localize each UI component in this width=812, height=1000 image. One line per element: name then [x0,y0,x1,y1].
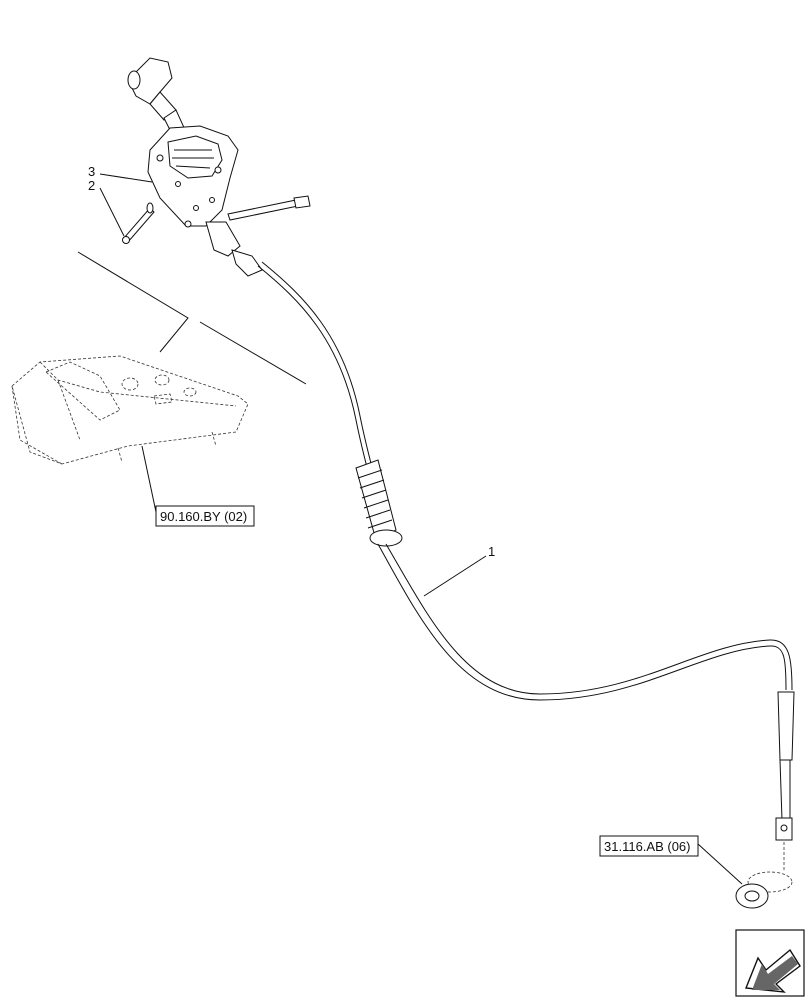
console-context-view [11,251,307,465]
shift-lever-assembly [127,57,311,277]
reference-label-console: 90.160.BY (02) [160,509,247,524]
bolt-part [122,202,155,244]
arrow-down-left-icon[interactable] [735,929,805,997]
reference-label-linkage: 31.116.AB (06) [604,839,690,854]
callout-leaders [99,173,743,885]
callout-1: 1 [488,544,495,559]
control-cable [257,261,795,870]
callout-3: 3 [88,164,95,179]
reference-box-console[interactable]: 90.160.BY (02) [155,505,255,527]
linkage-ring [735,871,793,909]
callout-2: 2 [88,178,95,193]
reference-box-linkage[interactable]: 31.116.AB (06) [599,835,699,857]
